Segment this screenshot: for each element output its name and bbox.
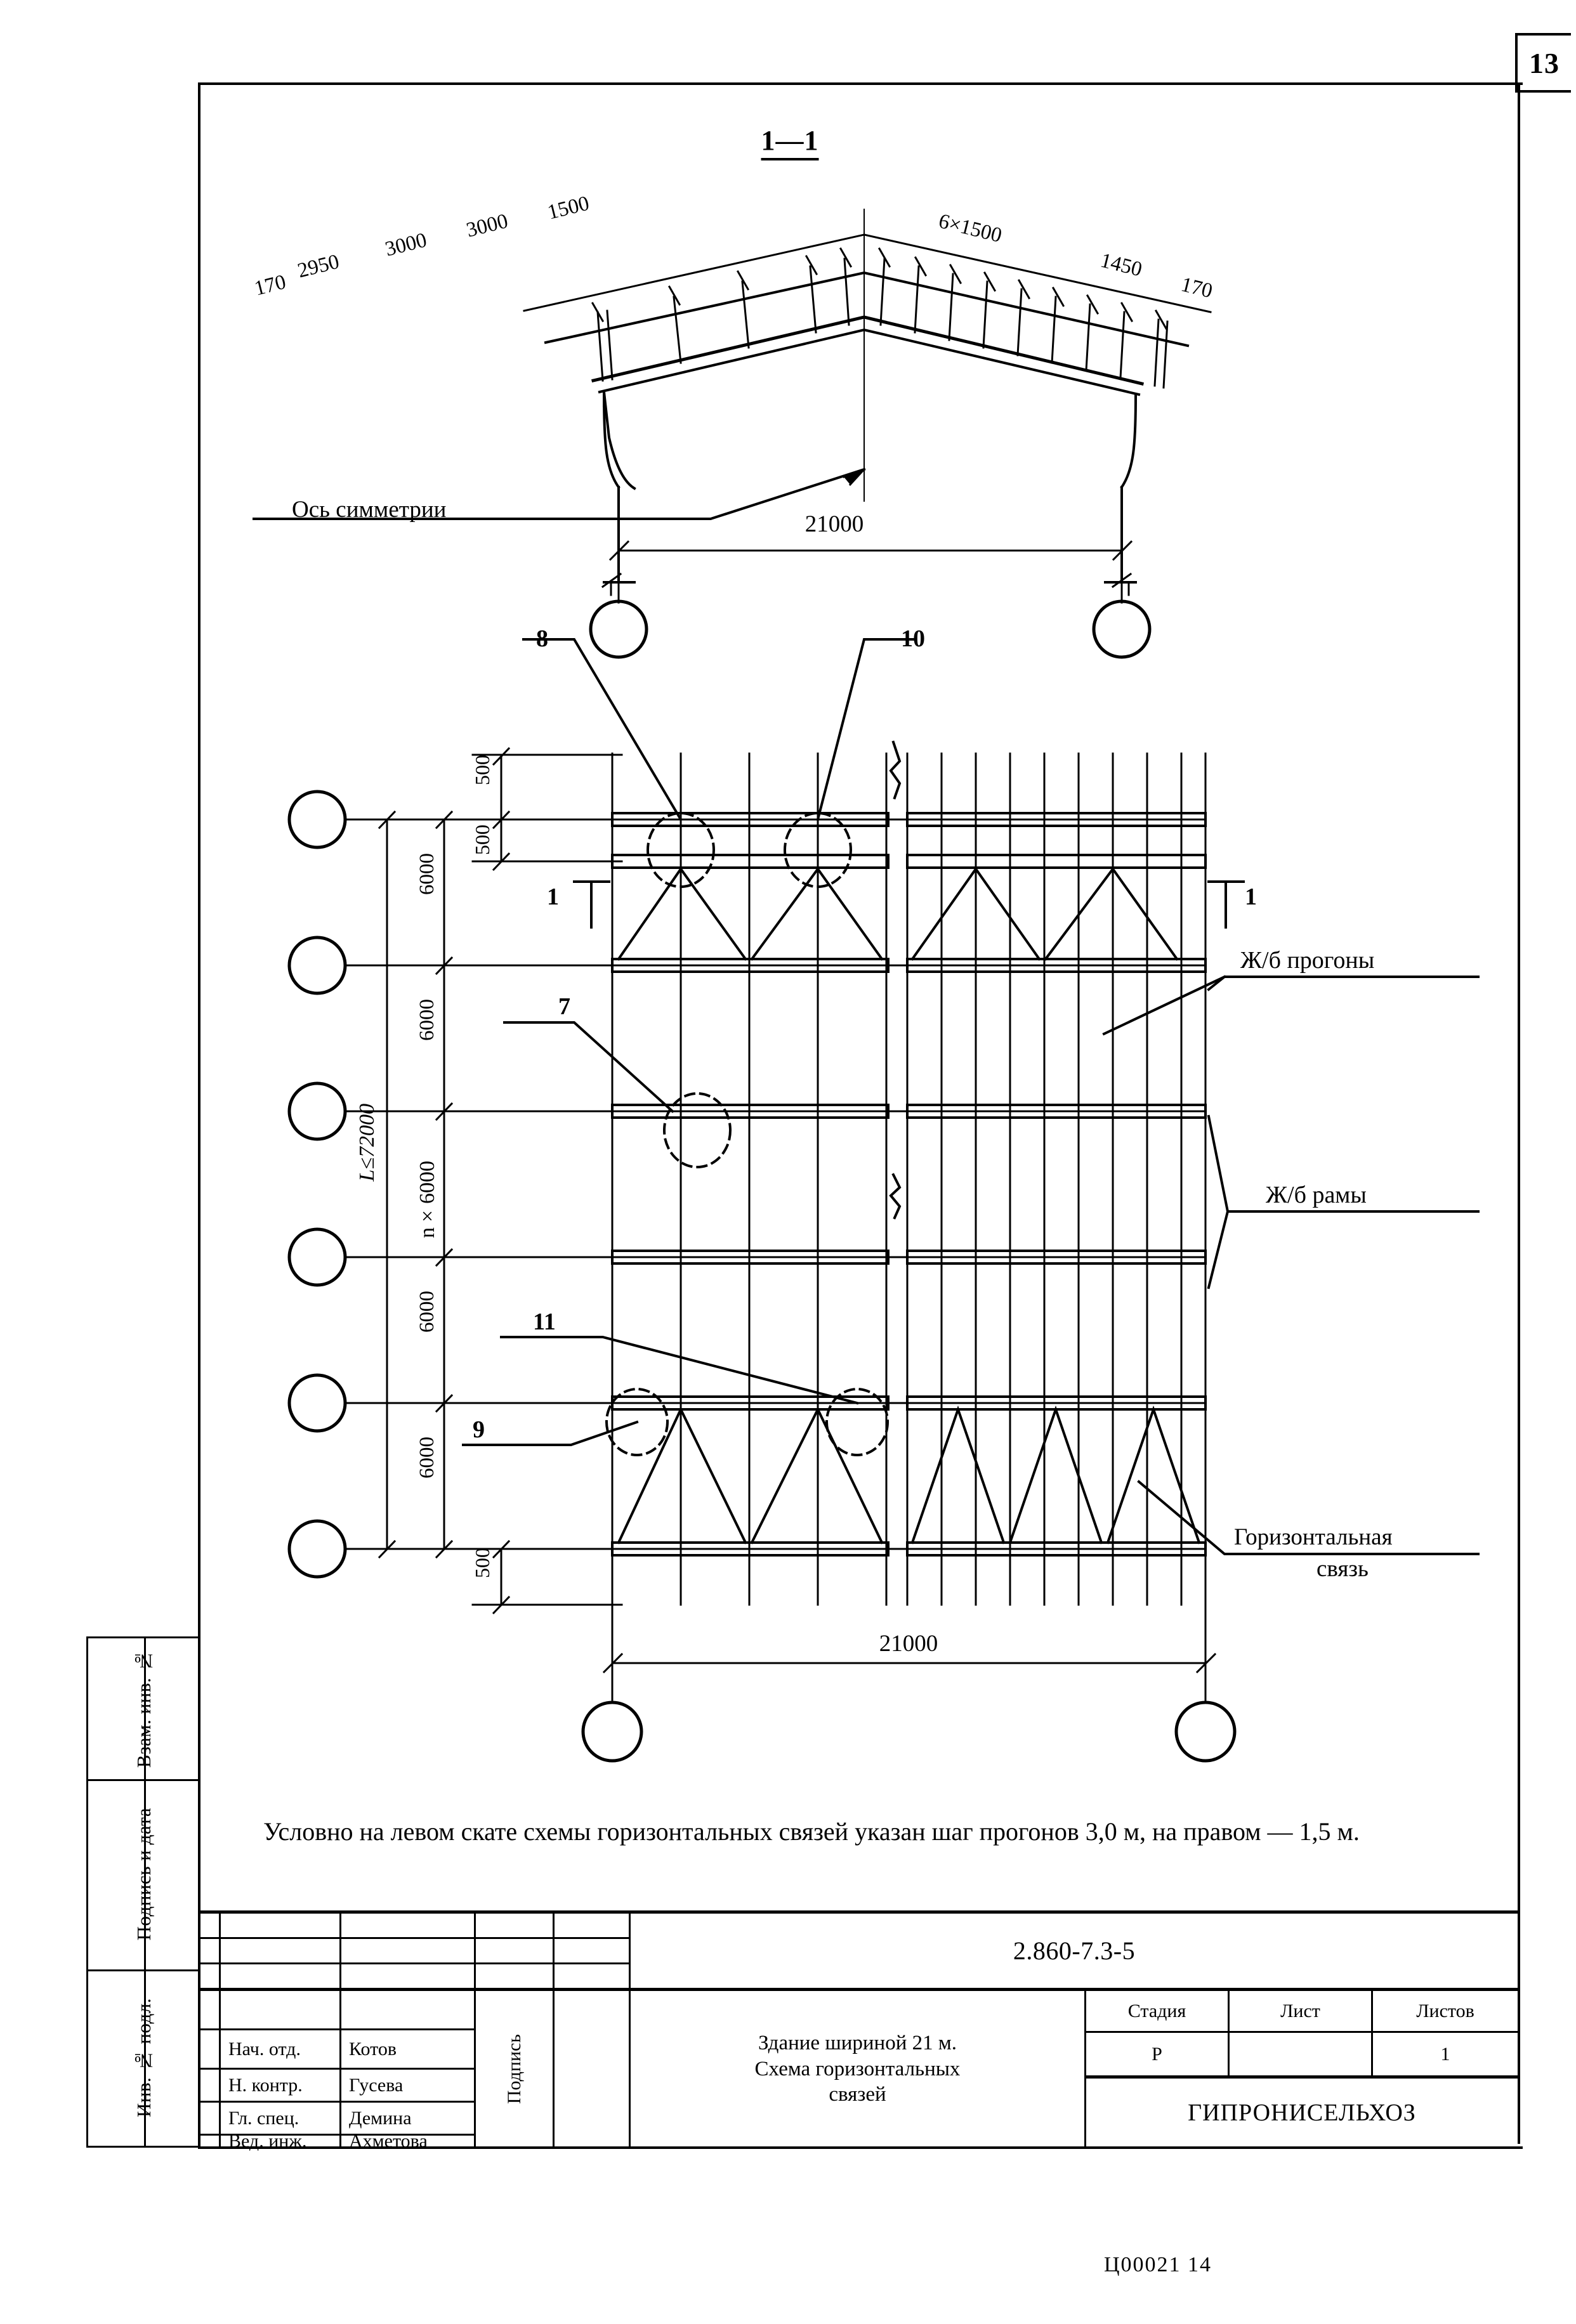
callout-11: 11 <box>533 1309 556 1335</box>
role-name-cell: Гл. спец. <box>221 2103 341 2136</box>
organization-name: ГИПРОНИСЕЛЬХОЗ <box>1188 2099 1416 2126</box>
stage-header-label: Листов <box>1416 2000 1474 2021</box>
role-person-cell: Гусева <box>341 2070 476 2103</box>
dim-bay-repeat: n×6000 <box>416 1161 439 1238</box>
stage-header-list: Лист <box>1230 1991 1373 2033</box>
stage-header-stadia: Стадия <box>1086 1991 1230 2033</box>
signature-column-label: Подпись <box>503 2034 525 2105</box>
drawing-frame-right-edge <box>1518 82 1520 2144</box>
rev-cell <box>476 1914 555 1939</box>
rev-cell <box>476 1939 555 1964</box>
dim-total-length: L≤72000 <box>355 1104 379 1182</box>
note-text: Условно на левом скате схемы горизонталь… <box>263 1817 1360 1846</box>
role-label: Нач. отд. <box>228 2038 301 2060</box>
drawing-frame <box>198 82 1523 2149</box>
stage-value-stadia: Р <box>1086 2033 1230 2079</box>
callout-10: 10 <box>901 625 925 652</box>
role-person-cell: Котов <box>341 2030 476 2070</box>
rev-cell <box>221 1914 341 1939</box>
sidebar-item-label: Инв. № подл. <box>133 1997 155 2118</box>
drawing-title-line-2: Схема горизонтальных <box>754 2057 961 2080</box>
role-index <box>200 2030 221 2070</box>
callout-9: 9 <box>473 1416 485 1443</box>
stage-value-listov: 1 <box>1373 2033 1518 2079</box>
role-index <box>200 2070 221 2103</box>
dim-bay-6000-2: 6000 <box>416 999 438 1041</box>
rev-cell <box>476 1964 555 1991</box>
role-name-cell: Нач. отд. <box>221 2030 341 2070</box>
role-name-cell: Вед. инж. <box>221 2131 341 2151</box>
role-person: Котов <box>349 2038 397 2060</box>
section-mark-right: 1 <box>1245 884 1257 910</box>
sidebar-item-vzam: Взам. инв. № <box>88 1638 200 1781</box>
sidebar-item-label: Взам. инв. № <box>133 1649 155 1768</box>
role-index <box>200 2103 221 2136</box>
dim-bay-6000-1: 6000 <box>416 853 438 895</box>
rev-cell <box>555 1914 631 1939</box>
role-name-cell: Н. контр. <box>221 2070 341 2103</box>
rev-cell <box>200 1939 221 1964</box>
drawing-code-cell: 2.860-7.3-5 <box>631 1914 1518 1991</box>
annotation-bracing-line2: связь <box>1317 1556 1369 1582</box>
role-label: Гл. спец. <box>228 2107 299 2129</box>
rev-cell <box>221 1939 341 1964</box>
role-index <box>200 2136 221 2147</box>
role-person-cell: Демина <box>341 2103 476 2136</box>
symmetry-axis-label: Ось симметрии <box>292 497 447 523</box>
annotation-purlins: Ж/б прогоны <box>1240 947 1375 974</box>
rev-cell <box>555 1964 631 1991</box>
role-person: Демина <box>349 2107 412 2129</box>
rev-cell <box>341 1964 476 1991</box>
role-person: Гусева <box>349 2074 404 2096</box>
role-name-cell <box>221 1991 341 2030</box>
dim-offset-500-mid: 500 <box>471 825 494 855</box>
stage-value-list <box>1230 2033 1373 2079</box>
rev-cell <box>221 1964 341 1991</box>
drawing-title-cell: Здание шириной 21 м. Схема горизонтальны… <box>631 1991 1086 2147</box>
organization-cell: ГИПРОНИСЕЛЬХОЗ <box>1086 2079 1518 2147</box>
sidebar-item-podpis-data: Подпись и дата <box>88 1779 200 1971</box>
plan-span-dimension: 21000 <box>879 1631 938 1657</box>
rev-cell <box>341 1939 476 1964</box>
drawing-title-line-3: связей <box>829 2083 886 2106</box>
section-title: 1—1 <box>761 124 819 160</box>
drawing-title: Здание шириной 21 м. Схема горизонтальны… <box>755 2030 961 2108</box>
title-block: 2.860-7.3-5 Нач. отд. Котов Н. контр. Гу… <box>200 1910 1518 2151</box>
section-span-dimension: 21000 <box>804 511 864 537</box>
annotation-frames: Ж/б рамы <box>1266 1182 1367 1208</box>
role-label: Н. контр. <box>228 2074 303 2096</box>
dim-offset-500-top: 500 <box>471 755 494 785</box>
role-person-cell: Ахметова <box>341 2131 476 2151</box>
form-sidebar: Взам. инв. № Подпись и дата Инв. № подл. <box>86 1636 200 2148</box>
stage-header-listov: Листов <box>1373 1991 1518 2033</box>
stage-value: Р <box>1152 2043 1162 2065</box>
role-label: Вед. инж. <box>228 2131 307 2151</box>
drawing-title-line-1: Здание шириной 21 м. <box>758 2031 957 2054</box>
callout-8: 8 <box>536 625 548 652</box>
rev-cell <box>555 1939 631 1964</box>
stage-header-label: Стадия <box>1127 2000 1186 2021</box>
dim-bay-6000-5: 6000 <box>416 1437 438 1479</box>
stage-value: 1 <box>1440 2043 1450 2065</box>
footer-code: Ц00021 14 <box>1104 2253 1212 2276</box>
rev-cell <box>341 1914 476 1939</box>
rev-cell <box>200 1914 221 1939</box>
dim-bay-6000-4: 6000 <box>416 1291 438 1333</box>
drawing-code: 2.860-7.3-5 <box>1013 1936 1136 1965</box>
date-column <box>555 1991 631 2147</box>
section-mark-left: 1 <box>547 884 559 910</box>
signature-column: Подпись <box>476 1991 555 2147</box>
page-number: 13 <box>1515 33 1571 93</box>
sidebar-item-label: Подпись и дата <box>133 1808 155 1941</box>
callout-7: 7 <box>558 993 570 1020</box>
dim-offset-500-bottom: 500 <box>471 1548 494 1578</box>
sidebar-divider <box>144 1638 146 2146</box>
role-person: Ахметова <box>349 2131 428 2151</box>
role-index <box>200 1991 221 2030</box>
rev-cell <box>200 1964 221 1991</box>
role-person-cell <box>341 1991 476 2030</box>
sidebar-item-inv-podl: Инв. № подл. <box>88 1969 200 2146</box>
stage-header-label: Лист <box>1280 2000 1320 2021</box>
annotation-bracing-line1: Горизонтальная <box>1234 1524 1393 1550</box>
